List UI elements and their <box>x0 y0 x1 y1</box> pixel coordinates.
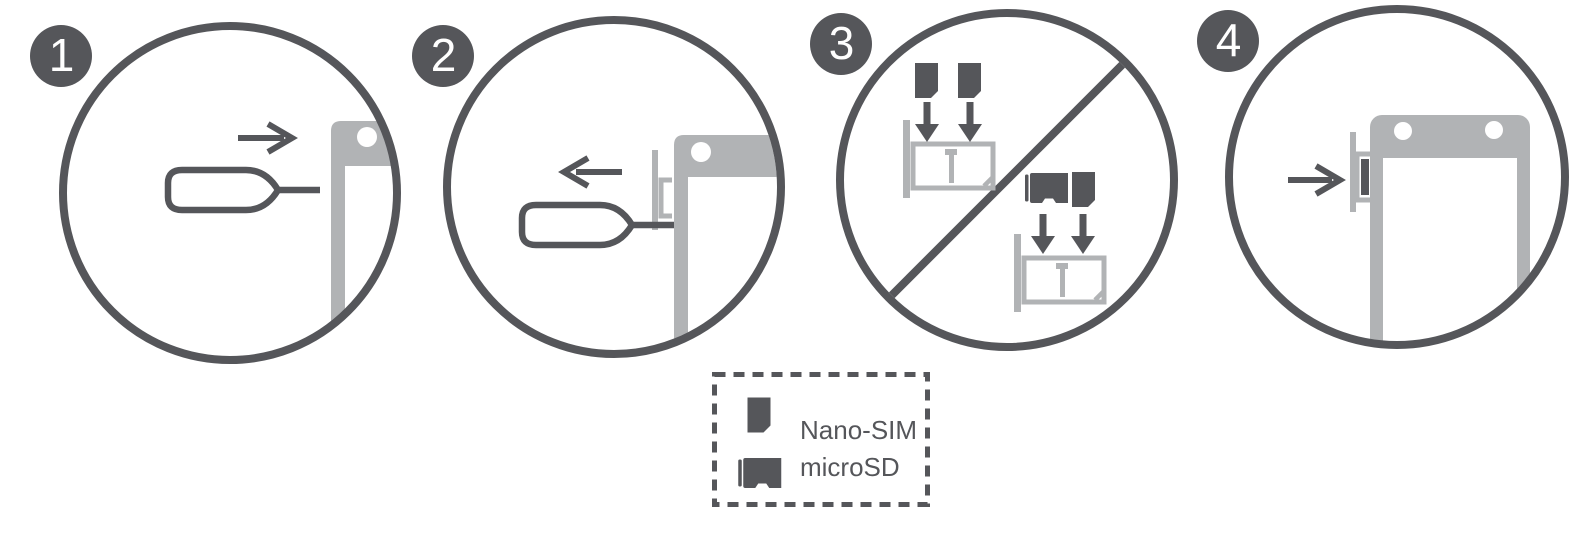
step-4-circle <box>1225 5 1569 349</box>
camera-hole-icon <box>1485 121 1503 139</box>
phone-corner-shape <box>674 135 777 350</box>
step-1-illustration <box>59 22 401 364</box>
tray-slot-bracket-shape <box>1354 151 1372 203</box>
step-2-circle <box>443 16 785 358</box>
step-1-circle <box>59 22 401 364</box>
insert-right-arrow-icon <box>1288 163 1346 197</box>
legend-label-microsd: microSD <box>800 452 900 482</box>
card-tray-icon <box>903 120 993 198</box>
microsd-card-icon <box>738 458 782 488</box>
step-3-circle <box>836 9 1178 351</box>
nano-sim-card-icon <box>1072 172 1095 207</box>
option-dual-nano-sim <box>903 63 993 198</box>
tray-cap-shape <box>1361 159 1369 195</box>
step-1-number-badge: 1 <box>30 25 92 87</box>
push-right-arrow-icon <box>238 121 298 155</box>
tray-slot-bracket-shape <box>658 177 672 219</box>
divider-diagonal-line <box>886 59 1128 301</box>
phone-screen-shape <box>1383 158 1517 342</box>
step-3-number-badge: 3 <box>810 13 872 75</box>
nano-sim-card-icon <box>958 63 981 98</box>
camera-hole-icon <box>357 127 377 147</box>
tray-edge-shape <box>1350 132 1356 212</box>
microsd-card-icon <box>1025 173 1068 203</box>
insert-down-arrow-icon <box>958 102 982 142</box>
step-3-illustration <box>836 9 1178 351</box>
sim-eject-tool-icon <box>522 205 674 245</box>
nano-sim-card-icon <box>915 63 938 98</box>
camera-hole-icon <box>1394 122 1412 140</box>
insert-down-arrow-icon <box>1031 214 1055 254</box>
insert-down-arrow-icon <box>915 102 939 142</box>
pull-left-arrow-icon <box>558 155 622 189</box>
step-4-number-badge: 4 <box>1197 10 1259 72</box>
tray-edge-shape <box>652 150 658 230</box>
option-microsd-plus-nano-sim <box>1014 172 1104 312</box>
card-tray-icon <box>1014 234 1104 312</box>
camera-hole-icon <box>691 142 711 162</box>
step-2-number-badge: 2 <box>412 25 474 87</box>
nano-sim-card-icon <box>747 397 771 433</box>
legend: Nano-SIM microSD <box>712 372 930 507</box>
step-4-illustration <box>1225 5 1569 349</box>
insert-down-arrow-icon <box>1071 214 1095 254</box>
legend-label-nano-sim: Nano-SIM <box>800 415 918 445</box>
sim-eject-tool-icon <box>168 170 320 210</box>
step-2-illustration <box>443 16 785 358</box>
